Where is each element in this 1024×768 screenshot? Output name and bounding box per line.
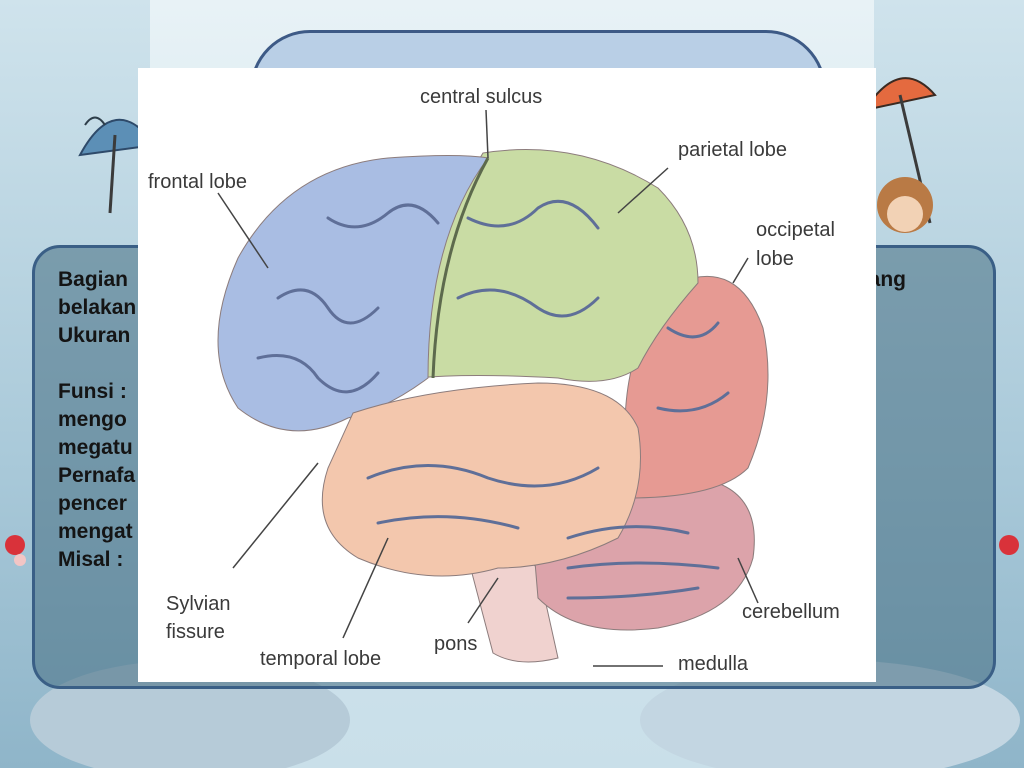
- brain-diagram-svg: central sulcus parietal lobe frontal lob…: [148, 86, 840, 675]
- label-occipetal: occipetal: [756, 219, 835, 241]
- body-line: mengo: [58, 408, 127, 431]
- body-line: belakan: [58, 296, 137, 319]
- label-medulla: medulla: [678, 653, 749, 675]
- label-parietal-lobe: parietal lobe: [678, 139, 787, 161]
- label-fissure: fissure: [166, 621, 225, 643]
- body-line: Misal :: [58, 548, 124, 571]
- label-temporal-lobe: temporal lobe: [260, 648, 381, 670]
- brain-diagram: central sulcus parietal lobe frontal lob…: [138, 68, 876, 682]
- body-line: Pernafa: [58, 464, 136, 487]
- label-frontal-lobe: frontal lobe: [148, 171, 247, 193]
- leader-lines: [217, 109, 759, 667]
- label-central-sulcus: central sulcus: [420, 86, 542, 108]
- label-cerebellum: cerebellum: [742, 601, 840, 623]
- frontal-lobe-region: [217, 155, 489, 432]
- flower-left-icon: [5, 535, 26, 566]
- temporal-lobe-region: [321, 382, 641, 577]
- child-figure-icon: [877, 177, 933, 233]
- central-sulcus-line: [431, 157, 490, 379]
- body-line: Funsi :: [58, 380, 127, 403]
- label-sylvian: Sylvian: [166, 593, 230, 615]
- brain-sulci: [256, 199, 730, 600]
- body-line: Ukuran: [58, 324, 131, 347]
- body-line: mengat: [58, 520, 133, 543]
- flower-right-icon: [999, 535, 1019, 555]
- body-line: megatu: [58, 436, 133, 459]
- umbrella-left-icon: [78, 116, 157, 214]
- body-line: Bagian: [58, 268, 129, 291]
- slide-body-text: Bagian belakan Ukuran Funsi : mengo mega…: [58, 266, 958, 574]
- label-lobe: lobe: [756, 248, 794, 270]
- label-pons: pons: [434, 633, 477, 655]
- body-line: pencer: [58, 492, 127, 515]
